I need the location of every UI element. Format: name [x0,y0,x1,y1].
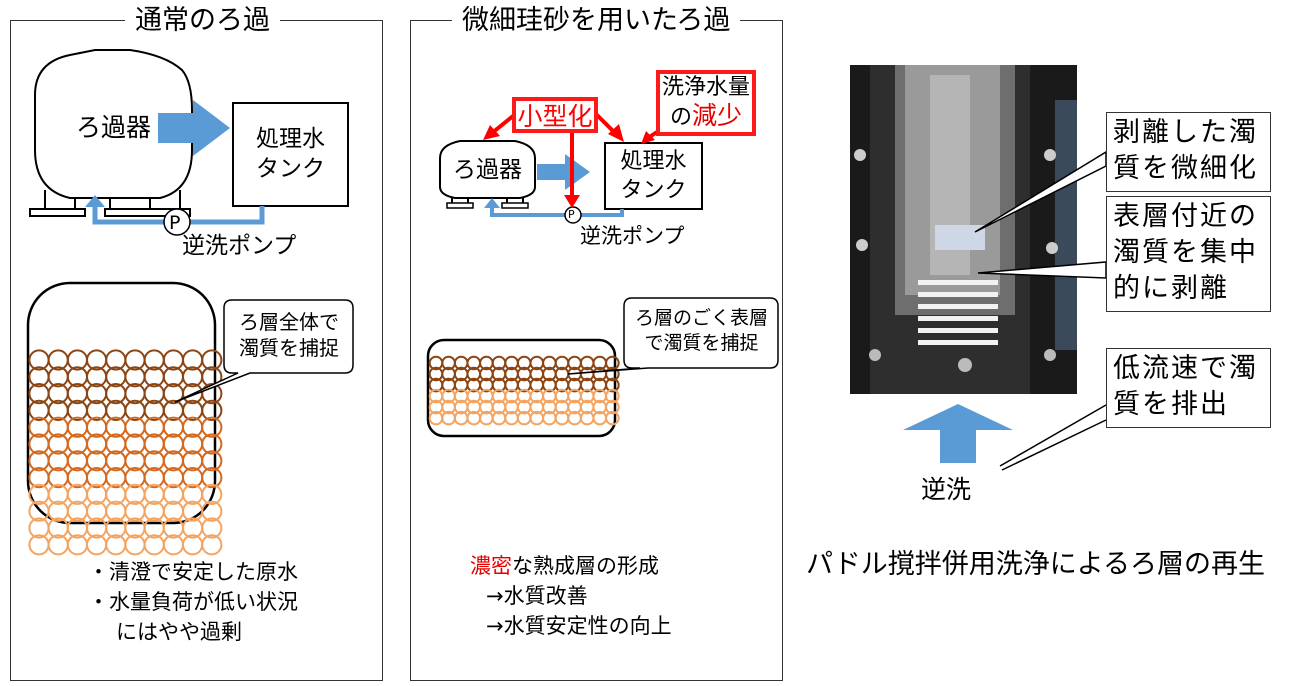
sand-grain [201,467,223,489]
conventional-callout-line1: ろ層全体で [239,310,339,334]
fine-sand-filter-vessel [439,140,536,204]
sand-grain [201,450,223,472]
conventional-filter-base-right [104,208,191,217]
conventional-sand-grains [28,349,223,556]
conventional-tank-box [232,102,349,207]
backwash-up-arrow [903,404,1013,463]
sand-grain [201,433,223,455]
sand-grain [201,500,223,522]
fine-sand-sand-grains [428,355,620,426]
paddle-wash-photo [850,65,1077,394]
fine-sand-callout-line2: で濁質を捕捉 [644,332,759,354]
fine-sand-filter-base-left [446,202,474,209]
fine-sand-callout-bubble [567,297,779,375]
wash-water-reduction-highlight: 洗浄水量 の減少 [656,70,756,136]
wash-water-reduction-word: 減少 [692,101,743,130]
fine-sand-tank-label-line2: タンク [620,178,687,203]
conventional-notes: ・清澄で安定した原水 ・水量負荷が低い状況 にはやや過剰 [88,557,298,647]
conventional-pump-label: 逆洗ポンプ [182,233,297,259]
surface-turbidity-detach-label: 表層付近の 濁質を集中 的に剥離 [1106,196,1271,312]
fine-sand-pump-circle [564,206,582,224]
wash-water-line2-prefix: の [669,105,692,130]
conventional-callout-line2: 濁質を捕捉 [239,336,339,360]
paddle-wash-caption: パドル撹拌併用洗浄によるろ層の再生 [806,549,1265,580]
fine-sand-panel-title: 微細珪砂を用いたろ過 [452,4,741,38]
fine-sand-note-2: →水質改善 [486,584,588,608]
fine-sand-tank-label-line1: 処理水 [620,149,687,174]
conventional-backwash-arrowhead [85,195,105,207]
conventional-note-2: ・水量負荷が低い状況 [88,590,298,614]
conventional-tank-label: 処理水 タンク [233,120,348,188]
fine-sand-note-3: →水質安定性の向上 [486,614,672,638]
fine-sand-filter-label: ろ過器 [453,157,522,183]
sand-grain [605,377,620,393]
conventional-tank-label-line2: タンク [256,156,325,182]
surface-label-line2: 濁質を集中 [1113,237,1258,268]
conventional-filter-base-left [29,208,86,217]
conventional-backwash-line [190,206,265,225]
refine-label-line1: 剥離した濁 [1113,117,1258,148]
fine-sand-tank-label: 処理水 タンク [605,144,702,208]
wash-water-line1: 洗浄水量 [661,75,750,100]
fine-sand-pump-symbol: P [568,208,575,221]
sand-grain [201,483,223,505]
fine-sand-backwash-line [580,209,624,217]
surface-label-line1: 表層付近の [1113,201,1258,232]
fine-sand-callout-text: ろ層のごく表層 で濁質を捕捉 [624,306,779,356]
sand-grain [201,383,223,405]
conventional-filter-label: ろ過器 [75,113,151,142]
fine-sand-backwash-arrowhead [484,198,500,208]
sand-grain [201,534,223,556]
sand-grain [605,388,620,404]
conventional-note-1: ・清澄で安定した原水 [88,560,298,584]
sand-grain [605,355,620,371]
fine-sand-note-1-red: 濃密 [470,554,512,578]
conventional-tank-label-line1: 処理水 [256,126,325,152]
conventional-note-3: にはやや過剰 [116,620,242,644]
fine-sand-flow-arrow [537,154,590,190]
sand-grain [605,399,620,415]
sand-grain [201,416,223,438]
surface-label-line3: 的に剥離 [1113,273,1229,304]
fine-sand-filter-base-right [501,202,529,209]
fine-sand-note-1-rest: な熟成層の形成 [512,554,659,578]
refine-detached-turbidity-label: 剥離した濁 質を微細化 [1106,112,1271,192]
wash-water-line2: の減少 [670,102,742,132]
conventional-pump-circle [163,208,191,236]
fine-sand-callout-line1: ろ層のごく表層 [634,307,768,329]
fine-sand-notes: 濃密な熟成層の形成 →水質改善 →水質安定性の向上 [470,551,672,641]
conventional-pump-symbol: P [169,212,181,234]
sand-grain [201,399,223,421]
photo-pointer-3 [999,404,1107,467]
sand-grain [605,366,620,382]
conventional-callout-text: ろ層全体で 濁質を捕捉 [224,309,354,361]
backwash-label: 逆洗 [921,475,972,504]
fine-sand-note-1: 濃密な熟成層の形成 [470,551,672,581]
miniaturization-highlight: 小型化 [512,97,598,133]
miniaturization-text: 小型化 [517,102,593,131]
fine-sand-pump-label: 逆洗ポンプ [580,224,685,248]
conventional-panel-title: 通常のろ過 [125,4,280,38]
sand-grain [201,349,223,371]
sand-grain [201,517,223,539]
conventional-flow-arrow [158,100,230,156]
low-velocity-discharge-label: 低流速で濁 質を排出 [1106,348,1271,428]
fine-sand-tank-box [604,142,703,210]
discharge-label-line1: 低流速で濁 [1113,353,1258,384]
sand-grain [605,410,620,426]
discharge-label-line2: 質を排出 [1113,389,1229,420]
refine-label-line2: 質を微細化 [1113,153,1258,184]
conventional-callout-bubble [174,299,354,403]
